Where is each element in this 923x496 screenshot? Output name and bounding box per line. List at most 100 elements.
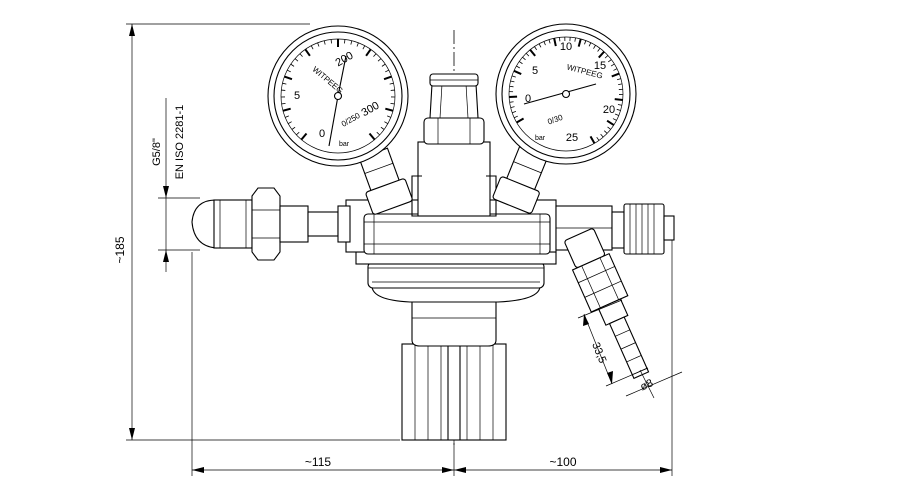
gauge-tick	[518, 61, 523, 65]
gauge-tick	[377, 58, 382, 62]
gauge-tick	[548, 39, 551, 44]
gauge-tick	[606, 119, 615, 126]
thread-label: G5/8"	[151, 138, 163, 166]
right-gauge-unit: bar	[535, 135, 546, 142]
gauge-tick	[614, 113, 619, 116]
gauge-tick	[538, 43, 542, 48]
gauge-tick	[381, 63, 386, 67]
right-gauge-needle	[523, 83, 597, 105]
standard-label: EN ISO 2281-1	[174, 105, 186, 180]
gauge-tick	[553, 38, 557, 47]
height-dimension-label: ~185	[113, 236, 127, 263]
gauge-tick	[513, 69, 522, 75]
gauge-tick	[390, 102, 395, 105]
inlet-connection	[191, 187, 351, 261]
gauge-tick	[607, 59, 612, 63]
gauge-tick	[512, 111, 517, 114]
gauge-tick	[385, 107, 394, 112]
thread-dimension: G5/8" EN ISO 2281-1	[151, 98, 200, 272]
gauge-tick	[611, 72, 620, 78]
gauge-tick	[525, 52, 530, 57]
gauge-tick	[291, 126, 296, 130]
left-gauge-scale-0: 0	[319, 128, 325, 140]
gauge-tick	[610, 63, 615, 67]
gauge-tick	[600, 133, 604, 138]
height-dimension: ~185	[113, 23, 400, 441]
gauge-tick	[383, 75, 392, 81]
right-gauge-neck	[492, 146, 549, 214]
gauge-tick	[612, 118, 617, 121]
left-gauge-ticks	[281, 39, 395, 141]
gauge-tick	[304, 48, 311, 57]
gauge-tick	[509, 85, 514, 88]
left-pressure-gauge: WITPEEG 0 5 200 300 0/250 bar	[267, 25, 409, 167]
gauge-tick	[574, 37, 576, 42]
left-gauge-unit: bar	[339, 141, 350, 148]
gauge-tick	[356, 42, 359, 47]
gauge-tick	[282, 82, 287, 85]
gauge-tick	[577, 38, 582, 47]
gauge-tick	[514, 115, 518, 119]
right-gauge-scale-25: 25	[566, 132, 578, 144]
width-dimensions: ~115 ~100	[191, 226, 673, 476]
gauge-tick	[516, 65, 521, 69]
right-gauge-scale-20: 20	[603, 104, 615, 116]
gauge-tick	[386, 115, 391, 118]
left-gauge-neck	[358, 147, 413, 215]
gauge-tick	[376, 131, 380, 136]
gauge-tick	[317, 42, 320, 47]
gauge-tick	[310, 45, 314, 50]
hose-length-label: 33,5	[589, 341, 608, 365]
gauge-tick	[597, 48, 601, 52]
gauge-tick	[516, 117, 525, 124]
gauge-tick	[299, 53, 303, 57]
gauge-tick	[618, 83, 623, 86]
gauge-tick	[350, 40, 353, 45]
right-gauge-ticks	[509, 37, 624, 144]
gauge-tick	[596, 136, 600, 141]
gauge-tick	[534, 46, 538, 51]
gauge-tick	[287, 69, 291, 73]
gauge-tick	[617, 104, 622, 106]
gauge-tick	[522, 56, 526, 61]
gauge-tick	[300, 132, 308, 141]
gauge-tick	[584, 40, 587, 45]
gauge-tick	[284, 75, 293, 81]
gauge-tick	[281, 102, 286, 105]
left-width-label: ~115	[305, 455, 331, 469]
gauge-tick	[613, 68, 618, 71]
gauge-tick	[529, 49, 536, 57]
left-gauge-needle	[328, 95, 339, 147]
gauge-tick	[616, 108, 621, 111]
gauge-tick	[603, 130, 608, 134]
gauge-tick	[294, 58, 299, 62]
gauge-tick	[510, 80, 515, 83]
gauge-tick	[368, 132, 376, 141]
right-width-label: ~100	[549, 455, 576, 469]
gauge-tick	[616, 78, 622, 81]
gauge-tick	[296, 131, 300, 136]
adjusting-knob	[401, 343, 507, 441]
gauge-tick	[373, 53, 377, 57]
top-safety-valve	[411, 73, 497, 217]
left-gauge-scale-5: 5	[294, 90, 300, 102]
gauge-tick	[365, 48, 372, 57]
gauge-tick	[389, 82, 394, 85]
right-gauge-scale-5: 5	[532, 65, 538, 77]
right-pressure-gauge: WITPEEG 0 5 10 15 20 25 0/30 bar	[495, 23, 637, 165]
right-gauge-scale-15: 15	[594, 60, 606, 72]
right-gauge-scale-0: 0	[525, 93, 531, 105]
gauge-tick	[509, 101, 514, 103]
gauge-tick	[588, 42, 592, 47]
hose-connector	[564, 228, 650, 380]
gauge-tick	[510, 106, 515, 108]
right-gauge-scale-10: 10	[560, 41, 572, 53]
gauge-tick	[543, 41, 546, 46]
gauge-tick	[604, 55, 609, 59]
gauge-tick	[384, 121, 389, 124]
gauge-tick	[290, 63, 295, 67]
gauge-tick	[598, 50, 605, 59]
gauge-tick	[385, 69, 389, 73]
hose-diameter-label: ø8	[638, 377, 655, 393]
